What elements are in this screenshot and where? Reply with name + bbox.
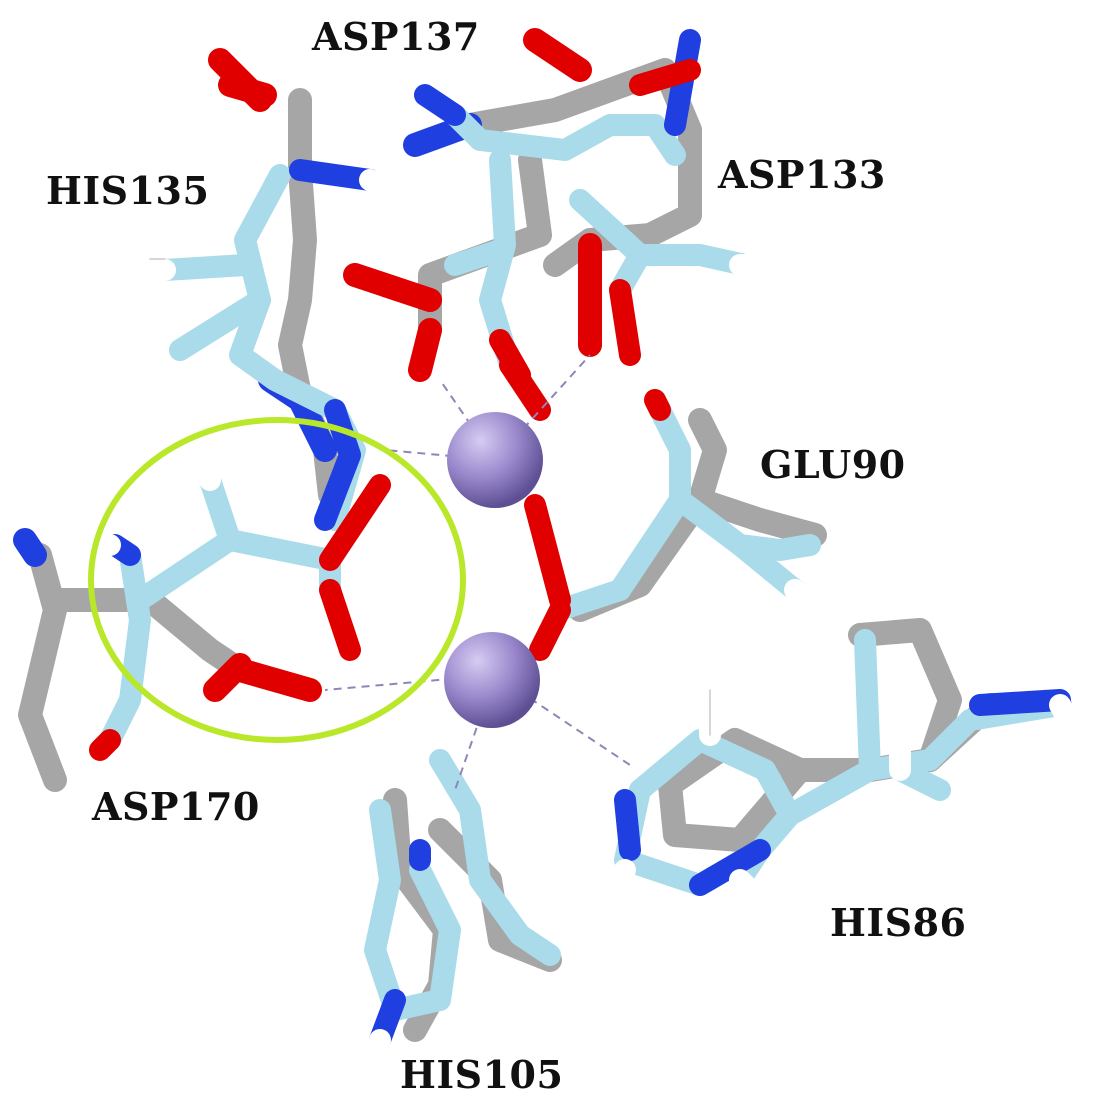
lightblue-structure	[89, 29, 1071, 1051]
highlight-ring	[88, 417, 466, 743]
label-his86: HIS86	[830, 900, 967, 945]
label-his135: HIS135	[46, 168, 210, 213]
label-glu90: GLU90	[760, 442, 906, 487]
metal-ion-lower	[444, 632, 540, 728]
hydrogen-atoms	[74, 254, 1091, 1091]
hydrogen-outlines	[149, 258, 711, 736]
label-asp133: ASP133	[718, 152, 886, 197]
label-his105: HIS105	[400, 1052, 564, 1097]
metal-ion-upper	[447, 412, 543, 508]
label-asp170: ASP170	[92, 784, 260, 829]
label-asp137: ASP137	[312, 14, 480, 59]
